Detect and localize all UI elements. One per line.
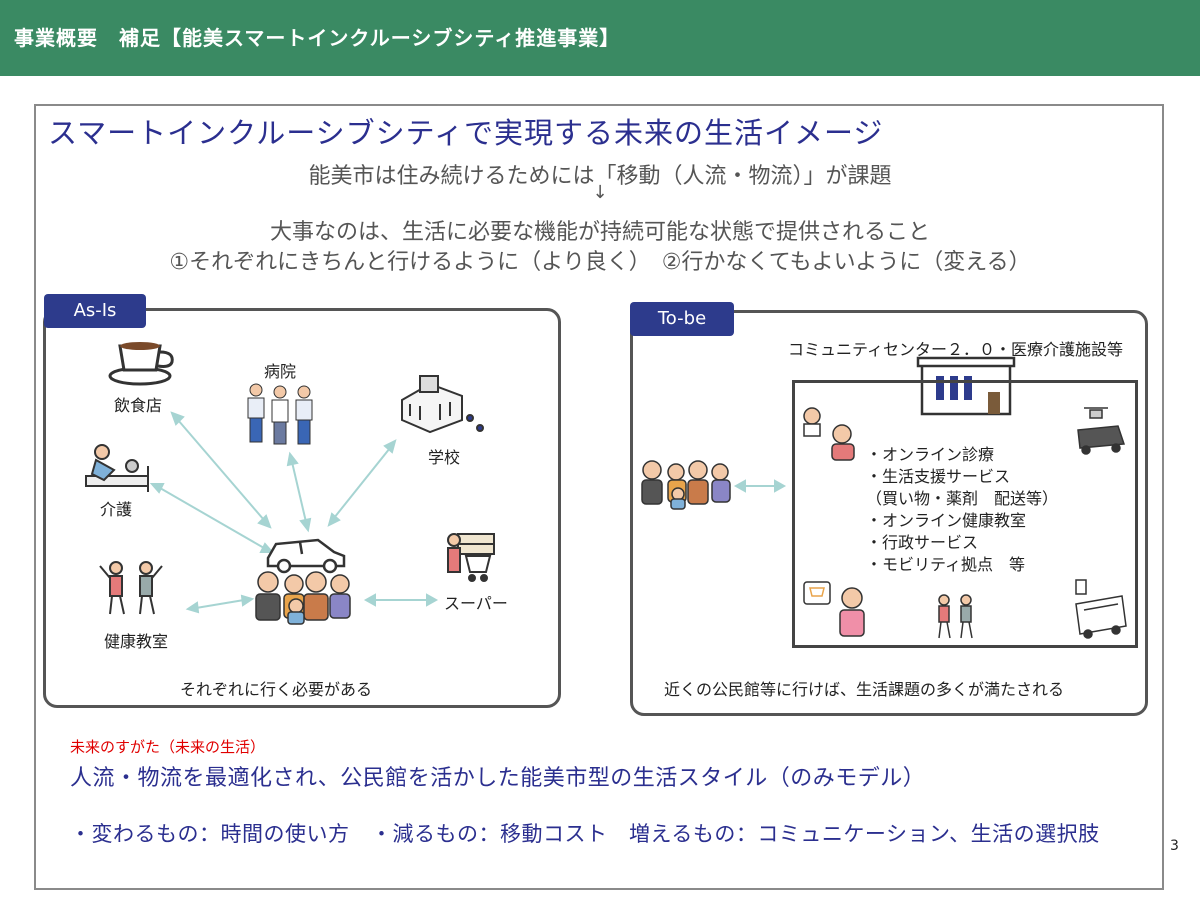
exercise-people-icon-to-be — [938, 594, 973, 639]
label-supermarket: スーパー — [444, 594, 508, 613]
car-icon — [266, 538, 346, 574]
exercise-people-icon — [99, 561, 163, 615]
service-item: ・オンライン健康教室 — [866, 511, 1027, 530]
to-be-arrow — [733, 479, 787, 493]
header-bar: 事業概要 補足【能美スマートインクルーシブシティ推進事業】 — [0, 0, 1200, 76]
future-label: 未来のすがた（未来の生活） — [70, 738, 266, 756]
future-line-1: 人流・物流を最適化され、公民館を活かした能美市型の生活スタイル（のみモデル） — [70, 766, 926, 791]
as-is-panel — [43, 308, 561, 708]
drone-delivery-icon — [1077, 407, 1126, 455]
intro-line-2: 大事なのは、生活に必要な機能が持続可能な状態で提供されること — [269, 220, 930, 245]
as-is-arrows — [149, 411, 439, 614]
coffee-cup-icon — [108, 342, 174, 386]
bus-icon — [1075, 579, 1127, 639]
label-hospital: 病院 — [264, 362, 297, 381]
service-item: ・行政サービス — [866, 533, 979, 552]
service-item: ・オンライン診療 — [866, 445, 995, 464]
page-number: 3 — [1170, 838, 1179, 854]
services-list: ・オンライン診療 ・生活支援サービス （買い物・薬剤 配送等） ・オンライン健康… — [866, 444, 1058, 576]
label-school: 学校 — [428, 448, 461, 467]
online-shopping-icon — [803, 581, 865, 637]
to-be-caption: 近くの公民館等に行けば、生活課題の多くが満たされる — [664, 680, 1065, 699]
label-restaurant: 飲食店 — [114, 396, 163, 415]
to-be-panel — [630, 310, 1148, 716]
nursing-care-icon — [85, 444, 149, 492]
label-care: 介護 — [100, 500, 133, 519]
future-line-2: ・変わるもの：時間の使い方 ・減るもの：移動コスト 増えるもの：コミュニケーショ… — [70, 822, 1100, 846]
as-is-caption: それぞれに行く必要がある — [180, 680, 373, 699]
main-title: スマートインクルーシブシティで実現する未来の生活イメージ — [48, 116, 884, 150]
label-health-class: 健康教室 — [104, 632, 169, 651]
service-item: （買い物・薬剤 配送等） — [866, 489, 1059, 508]
header-title: 事業概要 補足【能美スマートインクルーシブシティ推進事業】 — [14, 26, 621, 50]
intro-line-3: ①それぞれにきちんと行けるように（より良く） ②行かなくてもよいように（変える） — [169, 250, 1031, 275]
content-frame — [34, 104, 1164, 890]
community-center-building-icon — [916, 356, 1016, 416]
to-be-tag: To-be — [630, 302, 734, 336]
online-consultation-icon — [803, 407, 855, 461]
facility-box — [792, 380, 1138, 648]
shopping-cart-icon — [447, 533, 495, 582]
service-item: ・モビリティ拠点 等 — [866, 555, 1026, 574]
intro-arrow: ↓ — [592, 182, 608, 203]
school-building-icon — [401, 375, 484, 434]
family-icon-to-be — [641, 460, 731, 510]
service-item: ・生活支援サービス — [866, 467, 1011, 486]
hospital-staff-icon — [247, 383, 313, 445]
family-icon — [255, 571, 351, 625]
as-is-tag: As-Is — [44, 294, 146, 328]
intro-line-1: 能美市は住み続けるためには「移動（人流・物流）」が課題 — [308, 164, 892, 189]
facility-label: コミュニティセンター２．０・医療介護施設等 — [788, 340, 1124, 359]
